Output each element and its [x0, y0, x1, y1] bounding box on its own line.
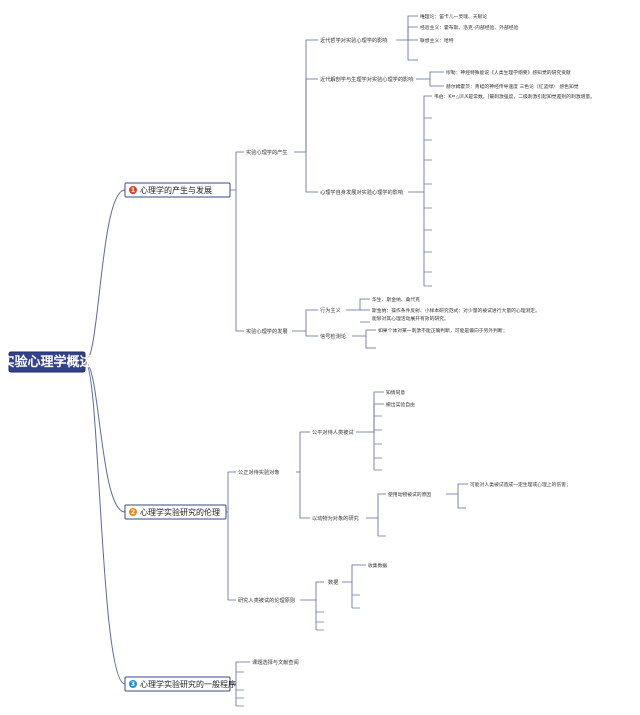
branch-node-3[interactable]: 3 心理学实验研究的一般程序: [124, 676, 236, 692]
node-development[interactable]: 实验心理学的发展: [246, 327, 288, 335]
node-behaviorism-item-1[interactable]: 华生、斯金纳、桑代克: [372, 296, 420, 303]
link-reason-1: [446, 483, 468, 495]
node-birth[interactable]: 实验心理学的产生: [246, 148, 288, 156]
link-birth-physiology: [305, 78, 318, 152]
link-dev-behaviorism: [292, 309, 318, 332]
link-self-1: [408, 95, 432, 193]
link-animal-reason: [366, 493, 386, 519]
link-b3-topic: [230, 661, 250, 685]
badge-circle-2: [129, 508, 137, 516]
node-data[interactable]: 数据: [328, 578, 338, 586]
node-data-item-1[interactable]: 收集数据: [368, 562, 387, 569]
link-b1-birth: [230, 151, 244, 191]
node-animal-research[interactable]: 以动物为对象的研究: [312, 514, 359, 522]
node-animal-reason[interactable]: 使用动物被试的原因: [388, 491, 431, 498]
root-node[interactable]: 实验心理学概述: [1, 351, 93, 373]
root-label: 实验心理学概述: [1, 354, 92, 370]
node-signal-detection[interactable]: 信号检测论: [320, 332, 347, 340]
link-b1-development: [235, 190, 244, 332]
branch-label-3: 心理学实验研究的一般程序: [140, 679, 236, 689]
link-root-branch-3: [84, 361, 126, 685]
link-sig-1: [352, 329, 376, 337]
link-phil-1: [396, 15, 418, 41]
link-root-branch-1: [84, 189, 126, 363]
link-phil-2: [407, 26, 418, 40]
branch-label-1: 心理学的产生与发展: [140, 185, 212, 195]
link-fair-human: [296, 431, 310, 473]
link-ethics-data: [300, 581, 324, 601]
badge-circle-3: [129, 680, 137, 688]
link-dev-signal: [305, 331, 318, 337]
link-beh-1: [346, 298, 370, 311]
node-philosophy-item-3[interactable]: 联想主义：哈特: [420, 37, 454, 44]
node-human-item-1[interactable]: 知情同意: [386, 389, 405, 396]
link-phys-2: [429, 79, 444, 87]
link-human-1: [356, 391, 384, 433]
node-self-development[interactable]: 心理学自身发展对实验心理学的影响: [320, 188, 403, 196]
node-human-item-2[interactable]: 撤出实验自由: [386, 401, 415, 408]
node-topic-selection[interactable]: 课题选择与文献查阅: [252, 658, 299, 666]
node-philosophy-item-1[interactable]: 唯理论：笛卡儿—灵魂、天赋论: [420, 13, 487, 20]
node-physiology-item-1[interactable]: 缪勒：神经特殊能说《人类生理学纲要》感知觉的研究贡献: [446, 69, 571, 76]
badge-number-2: 2: [131, 509, 135, 516]
link-b2-ethics: [227, 512, 236, 601]
node-physiology[interactable]: 近代解剖学与生理学对实验心理学的影响: [320, 75, 413, 83]
link-birth-self: [305, 152, 318, 193]
link-reason-2: [457, 494, 466, 509]
node-human-subjects[interactable]: 公平对待人类被试: [312, 428, 354, 436]
node-signal-item-1[interactable]: 如果个体对某一刺激不能正确判断，可能是偏向于另外判断；: [378, 327, 508, 334]
branch-node-2[interactable]: 2 心理学实验研究的伦理: [124, 504, 227, 520]
branch-label-2: 心理学实验研究的伦理: [140, 507, 220, 517]
link-root-branch-2: [84, 361, 126, 513]
node-behaviorism[interactable]: 行为主义: [320, 306, 341, 314]
link-phil-4: [407, 40, 418, 61]
link-data-1: [342, 564, 366, 583]
node-research-ethics[interactable]: 研究人类被试的伦理原则: [238, 596, 295, 604]
node-philosophy-item-2[interactable]: 经验主义：霍布斯、洛克–内部经验、外部经验: [420, 24, 519, 31]
link-sig-2: [365, 336, 376, 349]
empty-stub-branches: [236, 117, 432, 707]
badge-circle-1: [129, 186, 137, 194]
node-modern-philosophy[interactable]: 近代哲学对实验心理学的影响: [320, 36, 387, 44]
badge-number-1: 1: [131, 187, 135, 194]
link-human-2: [373, 403, 384, 432]
node-behaviorism-item-3[interactable]: 能够对其心理活动展开有效的研究。: [372, 315, 449, 322]
node-self-item-1[interactable]: 韦伯：K=△I/I,K是常数。(最刺激强度，二级刺激引起知觉差别的刺激增量。: [434, 93, 595, 100]
badge-number-3: 3: [131, 681, 135, 688]
branch-node-1[interactable]: 1 心理学的产生与发展: [124, 182, 231, 198]
node-physiology-item-2[interactable]: 赫尔姆霍茨：青蛙的神经传导速度 三色论（红蓝绿） 感色知觉: [446, 83, 579, 90]
link-b2-fair: [226, 471, 236, 513]
connectors: [84, 15, 468, 706]
link-phys-1: [416, 71, 444, 80]
link-fair-animal: [299, 472, 310, 519]
node-reason-item-1[interactable]: 可能对人类被试造成一定生理或心理上的伤害；: [470, 481, 571, 488]
node-behaviorism-item-2[interactable]: 斯金纳：操作条件反射、小样本研究范式：对少量的被试进行大量的心理测定。: [372, 307, 540, 314]
node-fair-treatment[interactable]: 公正对待实验对象: [238, 468, 280, 476]
